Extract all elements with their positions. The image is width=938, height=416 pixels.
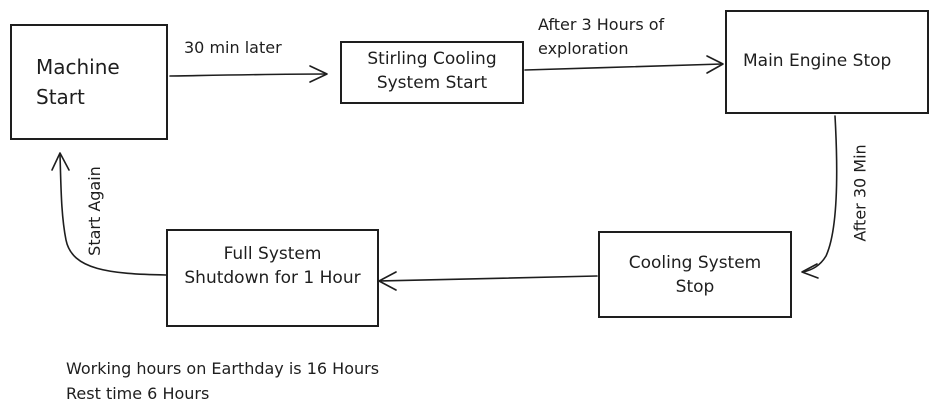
node-main-engine-stop-label: Main Engine Stop: [743, 51, 892, 71]
arrow-main-to-cooling: [802, 115, 838, 273]
edge-label-30-min-later: 30 min later: [184, 38, 282, 57]
node-full-system-shutdown[interactable]: [166, 229, 379, 327]
node-stirling-cooling-start-line1: Stirling Cooling: [367, 49, 497, 69]
node-cooling-system-stop-line1: Cooling System: [628, 253, 762, 273]
node-machine-start-line1: Machine: [36, 55, 120, 79]
node-cooling-system-stop[interactable]: [598, 231, 792, 318]
arrowhead-main-to-cooling: [801, 263, 819, 279]
node-machine-start-line2: Start: [36, 85, 85, 109]
arrow-start-to-stirling: [169, 73, 327, 77]
node-full-system-shutdown-label: Full System Shutdown for 1 Hour: [172, 242, 373, 290]
arrow-shutdown-to-start: [59, 154, 167, 276]
arrowhead-cooling-to-shutdown: [378, 271, 397, 291]
note-rest-time: Rest time 6 Hours: [66, 384, 210, 403]
arrowhead-start-to-stirling: [309, 65, 328, 83]
edge-label-start-again: Start Again: [84, 166, 104, 256]
edge-label-after-3-hours: After 3 Hours of exploration: [538, 13, 664, 61]
node-main-engine-stop[interactable]: [725, 10, 929, 114]
arrow-stirling-to-main: [524, 63, 723, 71]
node-full-system-shutdown-line2: Shutdown for 1 Hour: [184, 268, 361, 288]
edge-label-after-30-min: After 30 Min: [850, 144, 870, 242]
node-machine-start[interactable]: [10, 24, 168, 140]
note-working-hours: Working hours on Earthday is 16 Hours: [66, 359, 380, 378]
node-full-system-shutdown-line1: Full System: [223, 244, 322, 264]
node-cooling-system-stop-label: Cooling System Stop: [612, 251, 778, 299]
arrowhead-shutdown-to-start: [51, 152, 70, 171]
edge-label-after-3-hours-line1: After 3 Hours of: [538, 15, 665, 34]
arrow-cooling-to-shutdown: [379, 275, 598, 282]
node-stirling-cooling-start[interactable]: [340, 41, 524, 104]
arrowhead-stirling-to-main: [706, 55, 724, 74]
node-stirling-cooling-start-label: Stirling Cooling System Start: [354, 47, 510, 95]
edge-label-after-3-hours-line2: exploration: [538, 39, 629, 58]
node-cooling-system-stop-line2: Stop: [675, 277, 715, 297]
node-stirling-cooling-start-line2: System Start: [376, 73, 488, 93]
node-machine-start-label: Machine Start: [36, 52, 120, 112]
